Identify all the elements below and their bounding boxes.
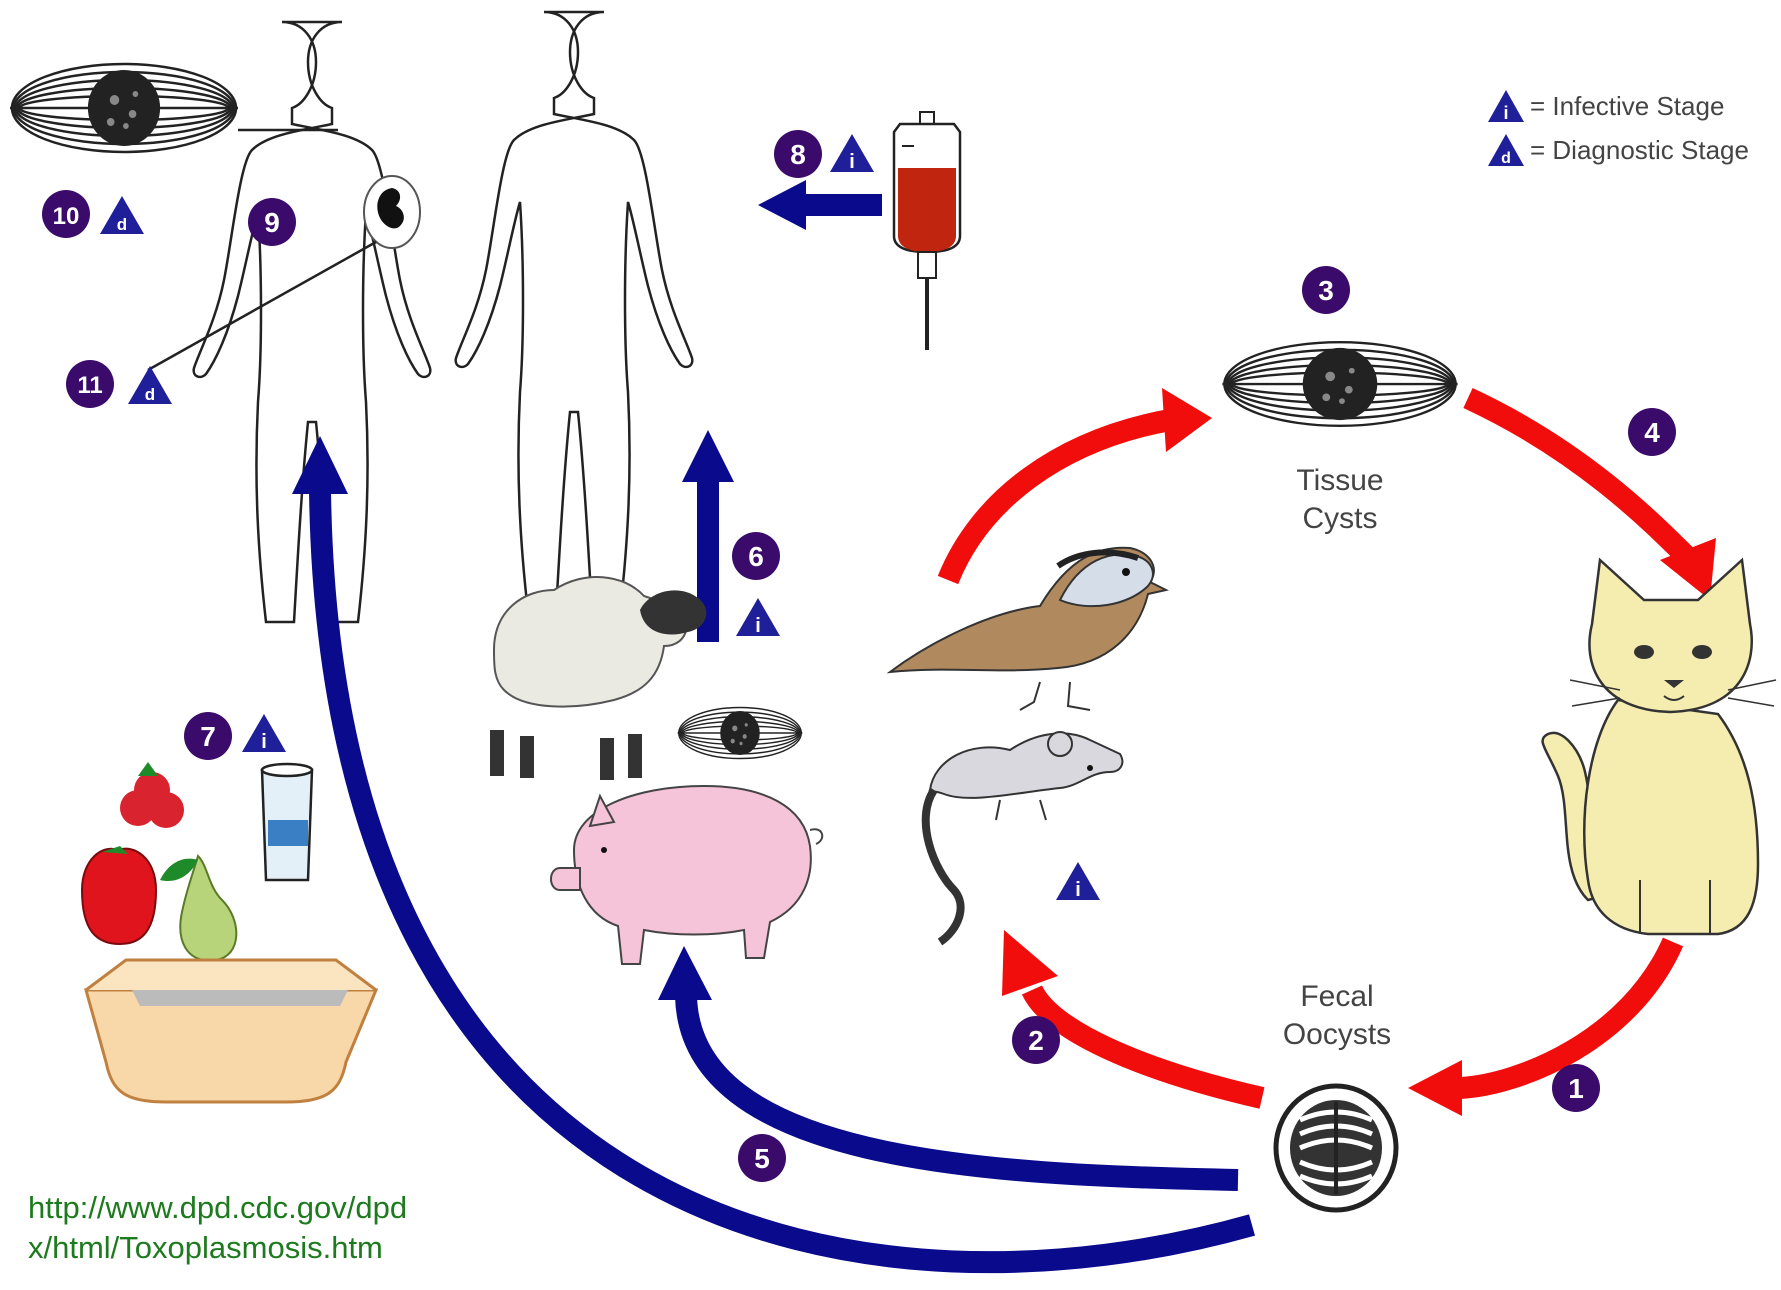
water-glass-icon <box>262 764 312 880</box>
human-right-figure <box>456 12 693 612</box>
svg-text:d: d <box>145 385 155 404</box>
svg-text:7: 7 <box>200 721 216 752</box>
pig-icon <box>551 786 822 964</box>
step-8-badge: 8 <box>774 130 822 178</box>
arrow-8-transfusion <box>758 180 882 230</box>
svg-text:4: 4 <box>1644 417 1660 448</box>
arrow-2-oocysts-to-mouse <box>1002 930 1262 1098</box>
fruits-icon <box>82 762 236 960</box>
svg-text:5: 5 <box>754 1143 770 1174</box>
infective-stage-marker-mouse: i <box>1056 862 1100 901</box>
tissue-cyst-icon <box>1222 342 1457 426</box>
infective-stage-marker-8: i <box>830 134 874 173</box>
svg-text:d: d <box>117 215 127 234</box>
svg-text:10: 10 <box>53 203 80 230</box>
svg-text:6: 6 <box>748 541 764 572</box>
fecal-oocysts-label: Fecal Oocysts <box>1262 978 1412 1054</box>
step-2-badge: 2 <box>1012 1016 1060 1064</box>
infective-triangle-icon: i <box>1486 88 1526 124</box>
step-10-badge: 10 <box>42 190 90 238</box>
tissue-cysts-label-line1: Tissue <box>1270 462 1410 500</box>
legend-infective-text: = Infective Stage <box>1530 91 1724 122</box>
svg-text:i: i <box>261 731 267 753</box>
step-3-badge: 3 <box>1302 266 1350 314</box>
infective-stage-marker-7: i <box>242 714 286 753</box>
infective-stage-marker-6: i <box>736 598 780 637</box>
step-1-badge: 1 <box>1552 1064 1600 1112</box>
fetus-icon <box>364 176 420 248</box>
step-4-badge: 4 <box>1628 408 1676 456</box>
legend-infective: i = Infective Stage <box>1486 88 1724 124</box>
step-9-badge: 9 <box>248 198 296 246</box>
tissue-cysts-label: Tissue Cysts <box>1270 462 1410 538</box>
fecal-oocysts-label-line1: Fecal <box>1262 978 1412 1016</box>
litter-box-icon <box>86 960 376 1102</box>
oocyst-icon <box>1276 1086 1396 1210</box>
arrow-1-cat-to-oocysts <box>1408 942 1673 1116</box>
cat-icon <box>1543 560 1776 934</box>
svg-text:3: 3 <box>1318 275 1334 306</box>
svg-text:2: 2 <box>1028 1025 1044 1056</box>
svg-text:i: i <box>849 151 855 173</box>
diagnostic-stage-marker-10: d <box>100 196 144 234</box>
svg-text:i: i <box>755 615 761 637</box>
arrow-3-to-tissue-cysts <box>948 388 1212 580</box>
svg-text:i: i <box>1075 879 1081 901</box>
svg-text:9: 9 <box>264 207 280 238</box>
mouse-icon <box>926 732 1123 942</box>
diagnostic-triangle-icon: d <box>1486 132 1526 168</box>
legend-diagnostic-text: = Diagnostic Stage <box>1530 135 1749 166</box>
tissue-cysts-label-line2: Cysts <box>1270 500 1410 538</box>
svg-text:8: 8 <box>790 139 806 170</box>
svg-text:11: 11 <box>77 372 102 399</box>
tissue-cyst-icon-meat <box>678 707 803 758</box>
sheep-icon <box>490 577 706 780</box>
fecal-oocysts-label-line2: Oocysts <box>1262 1016 1412 1054</box>
step-6-badge: 6 <box>732 532 780 580</box>
svg-text:d: d <box>1501 150 1511 167</box>
step-7-badge: 7 <box>184 712 232 760</box>
iv-bag-icon <box>894 112 960 350</box>
source-url-line2: x/html/Toxoplasmosis.htm <box>28 1228 407 1268</box>
source-url-line1: http://www.dpd.cdc.gov/dpd <box>28 1188 407 1228</box>
bird-icon <box>890 548 1166 710</box>
diagnostic-stage-marker-11: d <box>128 366 172 404</box>
step-11-badge: 11 <box>66 360 114 408</box>
legend-diagnostic: d = Diagnostic Stage <box>1486 132 1749 168</box>
source-url: http://www.dpd.cdc.gov/dpd x/html/Toxopl… <box>28 1188 407 1268</box>
step-5-badge: 5 <box>738 1134 786 1182</box>
svg-text:i: i <box>1503 103 1508 123</box>
svg-text:1: 1 <box>1568 1073 1584 1104</box>
arrow-4-cysts-to-cat <box>1468 398 1716 600</box>
